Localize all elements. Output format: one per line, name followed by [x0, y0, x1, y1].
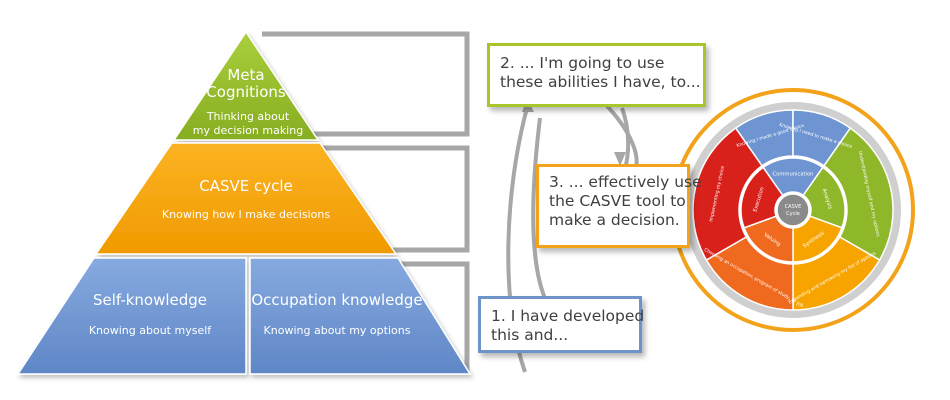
meta-title-line1: Meta	[227, 66, 264, 84]
bracket-middle	[315, 145, 470, 253]
callout-step-2: 2. ... I'm going to use these abilities …	[487, 43, 706, 107]
pyramid	[16, 30, 472, 375]
callout-step-1-line1: 1. I have developed	[491, 307, 645, 325]
wheel-segments: CommunicationAnalysisSynthesisValuingExe…	[692, 109, 894, 311]
self-knowledge-title: Self-knowledge	[93, 291, 207, 309]
wheel-center-line1: CASVE	[785, 204, 802, 210]
self-knowledge-subtitle: Knowing about myself	[89, 324, 212, 337]
callout-step-2-line1: 2. ... I'm going to use	[500, 54, 665, 72]
pyramid-top-meta-cognitions	[172, 30, 320, 141]
wheel-center-line2: Cycle	[786, 211, 800, 217]
callout-step-3: 3. ... effectively use the CASVE tool to…	[536, 164, 702, 248]
callout-step-1: 1. I have developed this and...	[478, 296, 645, 353]
arrow-left-inner	[531, 117, 550, 306]
callout-step-1-line2: this and...	[491, 326, 569, 344]
meta-subtitle-line1: Thinking about	[206, 110, 290, 123]
occupation-knowledge-subtitle: Knowing about my options	[264, 324, 411, 337]
meta-title-line2: Cognitions	[206, 83, 286, 101]
wheel-inner-label-1: Communication	[773, 172, 814, 178]
callout-step-3-line1: 3. ... effectively use	[549, 173, 702, 191]
wheel-outer-segment-6	[692, 127, 764, 262]
casve-subtitle: Knowing how I make decisions	[162, 208, 330, 221]
meta-subtitle-line2: my decision making	[193, 124, 303, 137]
casve-wheel: CommunicationAnalysisSynthesisValuingExe…	[671, 88, 915, 332]
pyramid-bottom-self-knowledge	[16, 257, 247, 375]
arrow-right-inner	[620, 107, 631, 166]
callout-step-2-line2: these abilities I have, to...	[500, 73, 701, 91]
pyramid-bottom-occupation-knowledge	[249, 257, 472, 375]
arrowhead-right	[614, 152, 626, 166]
casve-title: CASVE cycle	[199, 177, 293, 195]
bracket-top	[262, 31, 470, 137]
wheel-inner-segment-2	[802, 166, 846, 229]
callout-step-3-line2: the CASVE tool to	[549, 192, 686, 210]
callout-step-3-line3: make a decision.	[549, 211, 680, 229]
occupation-knowledge-title: Occupation knowledge	[251, 291, 422, 309]
pyramid-labels: Meta Cognitions Thinking about my decisi…	[89, 66, 423, 337]
pyramid-middle-casve	[94, 142, 398, 255]
wheel-center	[776, 193, 810, 227]
wheel-inner-segment-5	[740, 166, 784, 229]
